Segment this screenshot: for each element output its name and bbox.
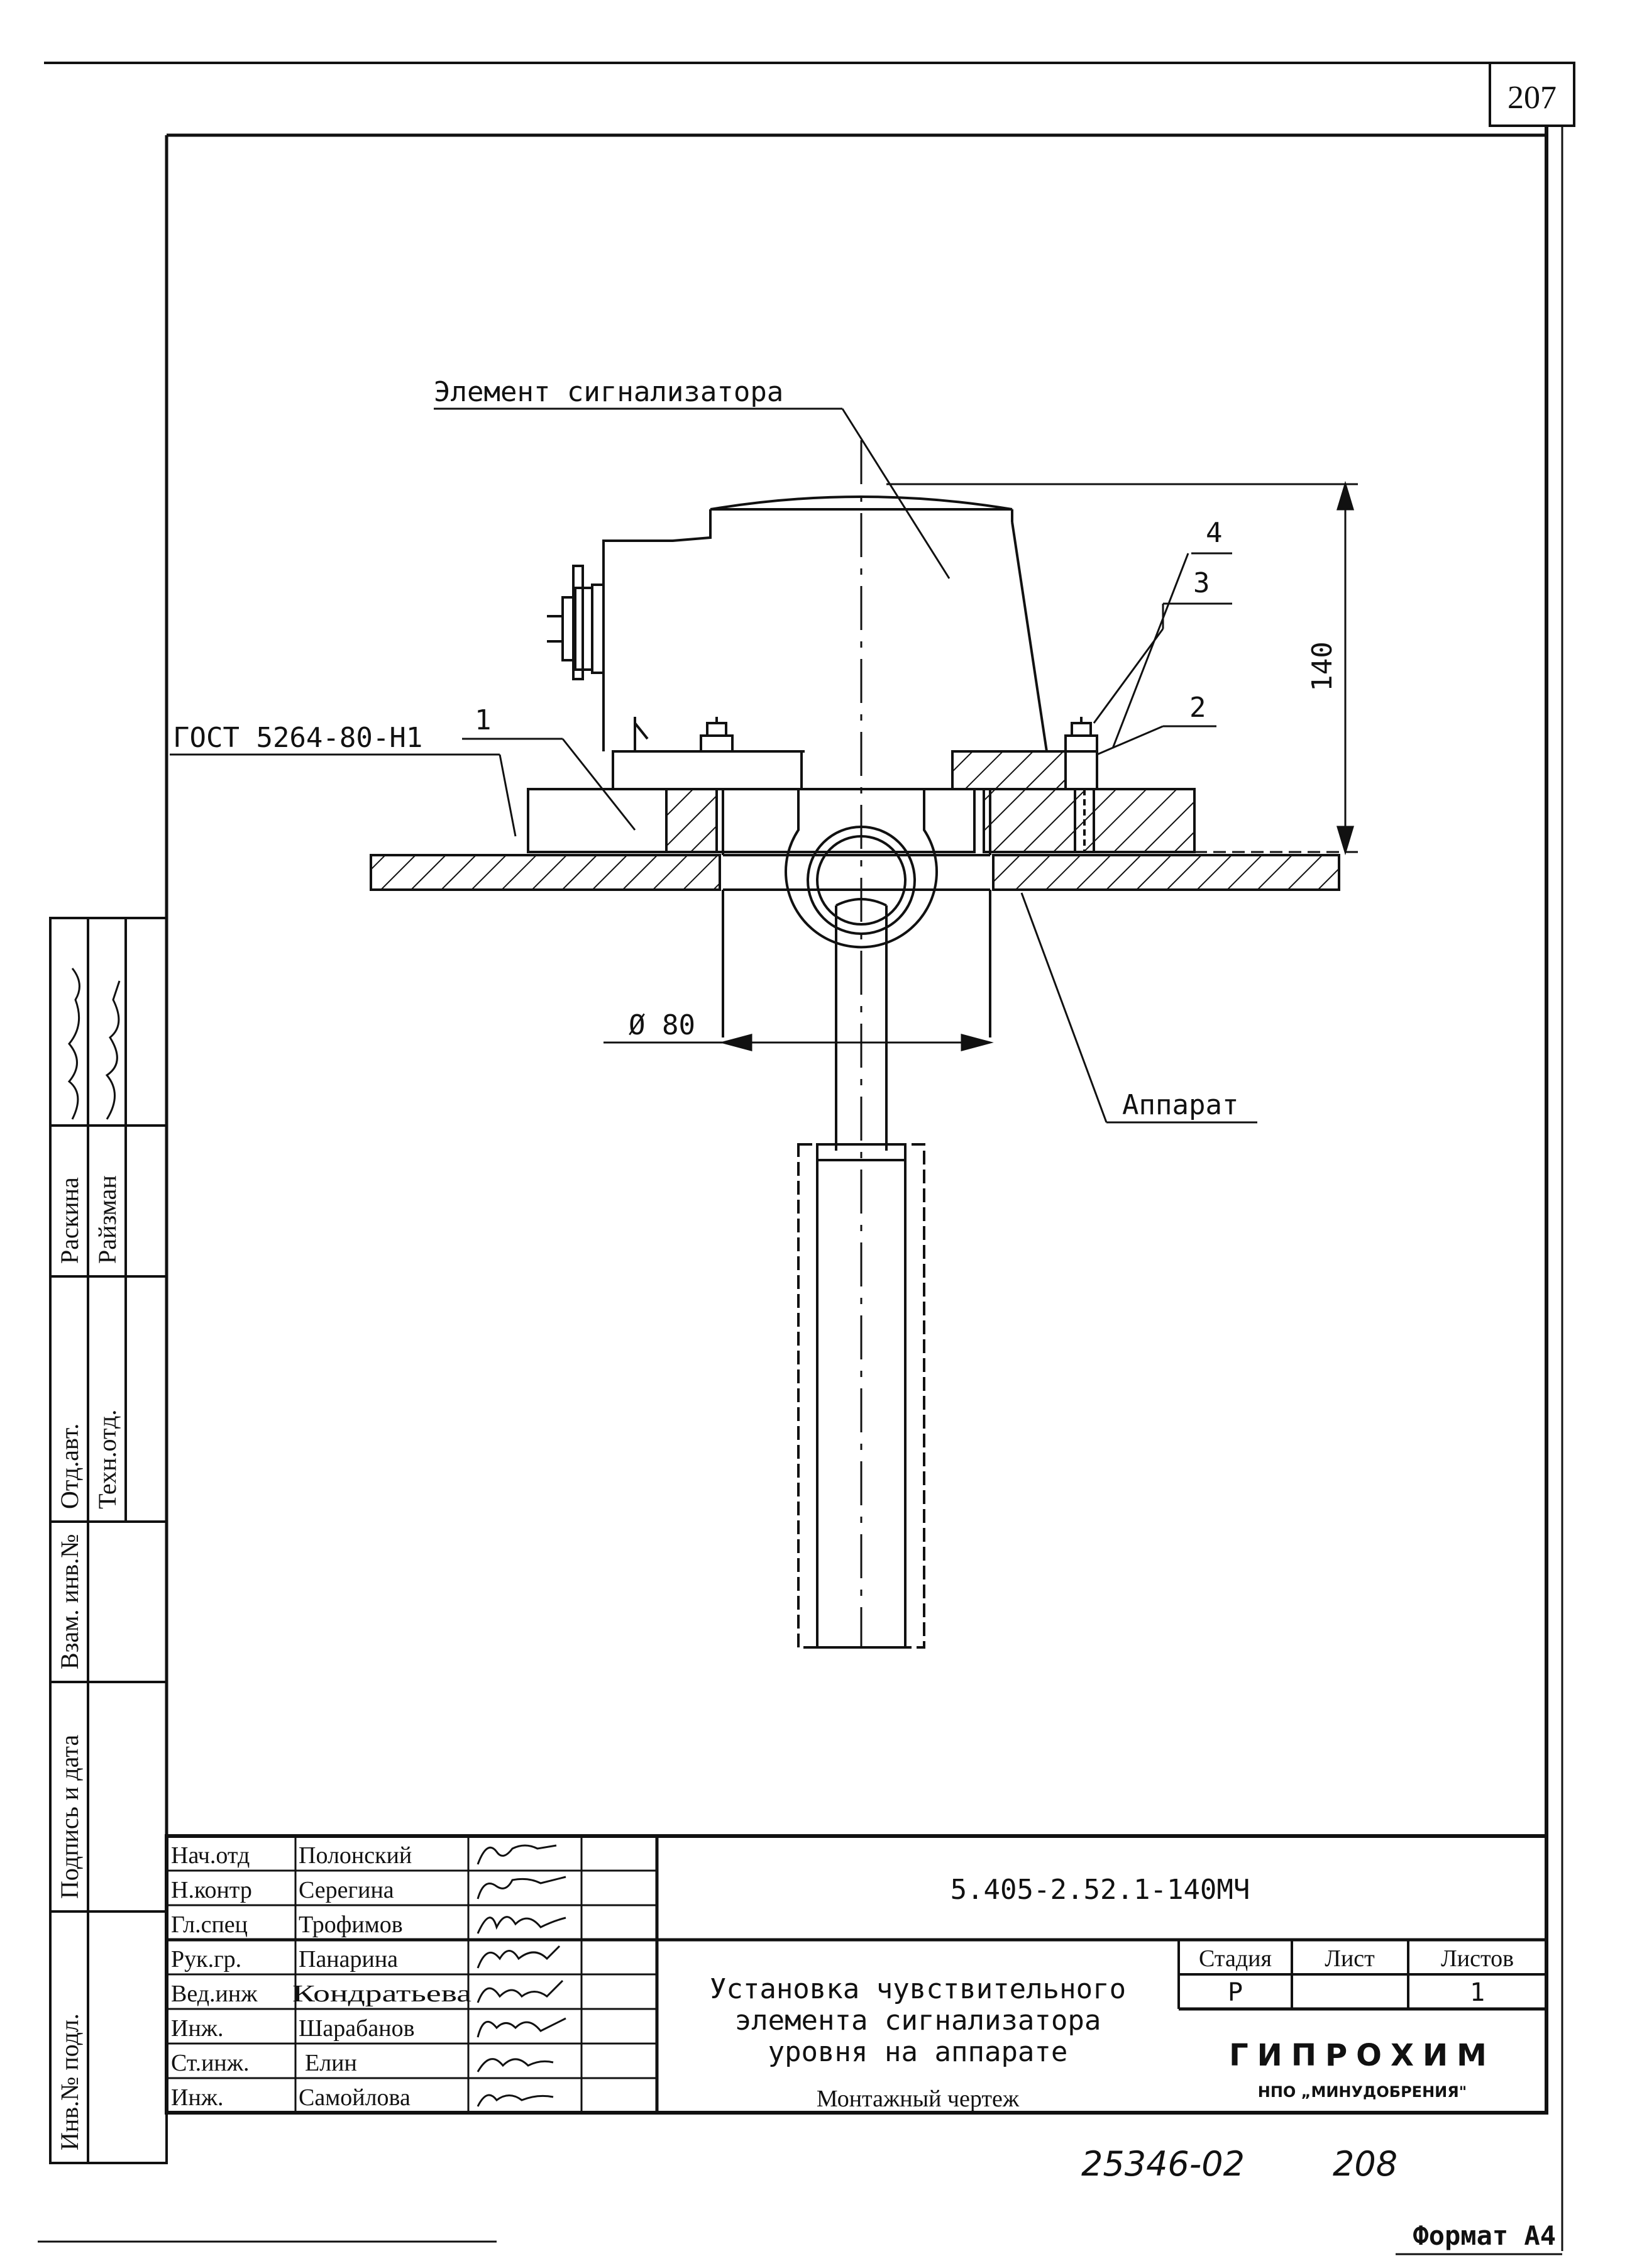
sheets-value: 1 bbox=[1470, 1978, 1485, 2007]
document-code: 5.405-2.52.1-140МЧ bbox=[951, 1874, 1250, 1906]
name-0: Полонский bbox=[299, 1842, 412, 1869]
organization-subtitle: НПО „МИНУДОБРЕНИЯ" bbox=[1258, 2083, 1467, 2101]
role-2: Гл.спец bbox=[171, 1911, 248, 1938]
handwritten-page: 208 bbox=[1333, 2144, 1397, 2184]
label-gost: ГОСТ 5264-80-Н1 bbox=[173, 722, 422, 754]
stage-header: Стадия bbox=[1199, 1945, 1272, 1972]
signature-1 bbox=[477, 1876, 566, 1900]
sheets-header: Листов bbox=[1441, 1945, 1514, 1972]
side-label-tekhn-otd: Техн.отд. bbox=[93, 1410, 121, 1509]
organization-name: ГИПРОХИМ bbox=[1229, 2038, 1496, 2073]
sheet-header: Лист bbox=[1325, 1945, 1375, 1972]
side-strip-labels: Отд.авт. Раскина Техн.отд. Райзман Инв.№… bbox=[55, 1175, 121, 2150]
signature-2 bbox=[477, 1916, 566, 1934]
signature-5 bbox=[477, 2017, 566, 2038]
side-label-podpis: Подпись и дата bbox=[55, 1735, 84, 1899]
callout-1: 1 bbox=[475, 704, 492, 736]
side-label-raskina: Раскина bbox=[55, 1177, 84, 1264]
title-line-3: уровня на аппарате bbox=[768, 2036, 1068, 2068]
side-label-raizman: Райзман bbox=[93, 1175, 121, 1264]
sensor-housing bbox=[547, 495, 1048, 790]
role-3: Рук.гр. bbox=[171, 1946, 241, 1972]
name-4: Кондратьева bbox=[292, 1981, 471, 2007]
title-line-1: Установка чувствительного bbox=[710, 1973, 1126, 2005]
float-assembly bbox=[785, 789, 938, 1649]
name-5: Шарабанов bbox=[299, 2015, 415, 2042]
role-0: Нач.отд bbox=[171, 1842, 250, 1869]
label-element: Элемент сигнализатора bbox=[434, 376, 783, 408]
format-label: Формат А4 bbox=[1413, 2220, 1556, 2251]
signature-6 bbox=[477, 2058, 554, 2072]
side-label-otd-avt: Отд.авт. bbox=[55, 1424, 84, 1509]
side-strip bbox=[49, 917, 168, 2164]
leader-lines bbox=[170, 407, 1257, 1124]
title-block-grid bbox=[165, 1834, 1548, 2115]
assembly-drawing: 140 Ø 80 Элемент сигнализатора ГОСТ 5264… bbox=[170, 376, 1358, 1649]
callout-3: 3 bbox=[1193, 567, 1210, 599]
diameter-dimension: Ø 80 bbox=[629, 1009, 695, 1041]
apparatus-wall bbox=[370, 789, 1340, 1037]
role-7: Инж. bbox=[171, 2084, 224, 2111]
height-dimension: 140 bbox=[1306, 641, 1338, 691]
name-1: Серегина bbox=[299, 1877, 394, 1903]
callout-4: 4 bbox=[1206, 517, 1223, 549]
sheet-frame bbox=[38, 62, 1575, 2255]
page-number: 207 bbox=[1507, 80, 1557, 116]
signatures bbox=[477, 1844, 566, 2107]
dimension-lines bbox=[604, 480, 1358, 1051]
document-type: Монтажный чертеж bbox=[817, 2086, 1020, 2112]
name-3: Панарина bbox=[299, 1946, 398, 1972]
label-apparatus: Аппарат bbox=[1122, 1089, 1238, 1121]
role-6: Ст.инж. bbox=[171, 2050, 250, 2076]
side-signatures bbox=[67, 968, 121, 1120]
handwritten-number: 25346-02 bbox=[1081, 2144, 1245, 2184]
role-5: Инж. bbox=[171, 2015, 224, 2042]
name-7: Самойлова bbox=[299, 2084, 411, 2111]
title-block-roles: Нач.отд Н.контр Гл.спец Рук.гр. Вед.инж … bbox=[171, 1842, 258, 2111]
signature-4 bbox=[477, 1979, 564, 2003]
signature-0 bbox=[477, 1844, 557, 1865]
name-2: Трофимов bbox=[299, 1911, 403, 1938]
side-label-vzam: Взам. инв.№ bbox=[55, 1534, 84, 1669]
signature-3 bbox=[477, 1945, 561, 1969]
name-6: Елин bbox=[305, 2050, 357, 2076]
role-1: Н.контр bbox=[171, 1877, 252, 1903]
signature-7 bbox=[477, 2094, 554, 2107]
title-line-2: элемента сигнализатора bbox=[735, 2005, 1101, 2037]
callout-2: 2 bbox=[1189, 692, 1206, 724]
stage-value: Р bbox=[1228, 1978, 1243, 2007]
side-label-inv-podl: Инв.№ подл. bbox=[55, 2013, 84, 2150]
role-4: Вед.инж bbox=[171, 1981, 258, 2007]
flange bbox=[527, 717, 1196, 853]
title-block-names: Полонский Серегина Трофимов Панарина Кон… bbox=[292, 1842, 471, 2111]
